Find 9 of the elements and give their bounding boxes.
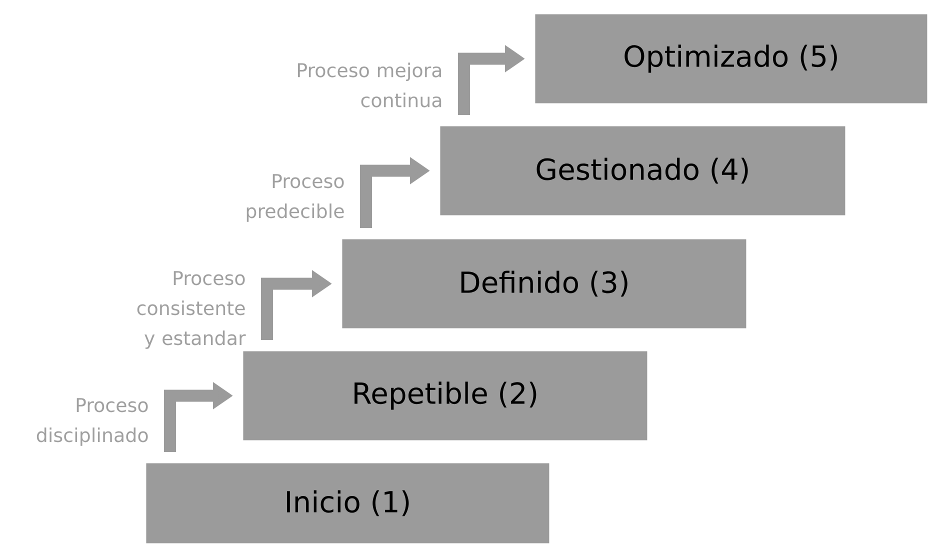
level-box: Optimizado (5): [535, 14, 928, 104]
edge-label: Proceso consistente y estandar: [137, 271, 246, 349]
level-box: Definido (3): [342, 239, 746, 328]
level-box: Gestionado (4): [440, 126, 846, 216]
edge-label: Proceso predecible: [246, 174, 344, 222]
level-box: Repetible (2): [243, 351, 648, 440]
edge-label: Proceso disciplinado: [36, 398, 148, 446]
level-box: Inicio (1): [146, 463, 550, 544]
edge-label: Proceso mejora continua: [298, 62, 442, 108]
